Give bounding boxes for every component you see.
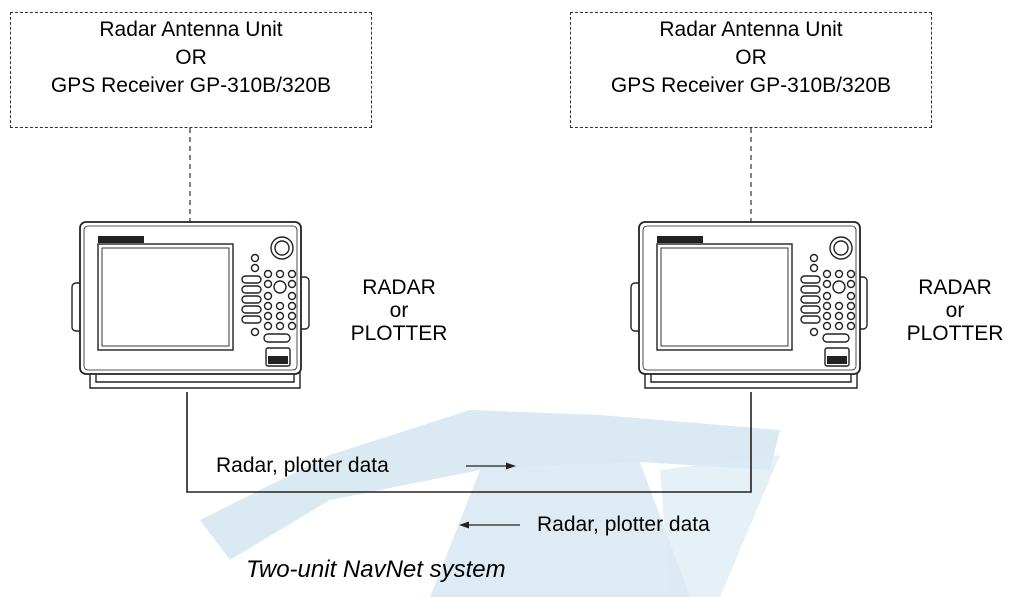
left-display-unit-icon [71,221,310,389]
arrow-right-icon [466,462,516,470]
right-sensor-line2: OR [735,46,767,69]
figure-caption: Two-unit NavNet system [246,556,506,583]
right-sensor-line3: GPS Receiver GP-310B/320B [610,74,892,97]
arrow-left-icon [459,521,520,529]
network-cable [186,392,752,493]
left-sensor-box: Radar Antenna Unit OR GPS Receiver GP-31… [10,12,372,128]
right-role-line3: PLOTTER [906,322,1004,345]
left-sensor-line1: Radar Antenna Unit [99,18,283,41]
left-role-label: RADAR or PLOTTER [336,276,462,345]
right-display-unit-icon [630,221,868,389]
left-role-line3: PLOTTER [350,322,448,345]
left-role-line2: or [389,299,409,322]
right-sensor-box: Radar Antenna Unit OR GPS Receiver GP-31… [570,12,932,128]
left-sensor-line2: OR [175,46,207,69]
flow-label-to-left: Radar, plotter data [537,513,710,536]
right-role-line1: RADAR [918,276,992,299]
watermark-logo [200,410,780,597]
right-role-line2: or [945,299,965,322]
left-sensor-line3: GPS Receiver GP-310B/320B [50,74,332,97]
right-role-label: RADAR or PLOTTER [892,276,1018,345]
right-sensor-line1: Radar Antenna Unit [659,18,843,41]
flow-label-to-right: Radar, plotter data [216,454,389,477]
left-role-line1: RADAR [362,276,436,299]
